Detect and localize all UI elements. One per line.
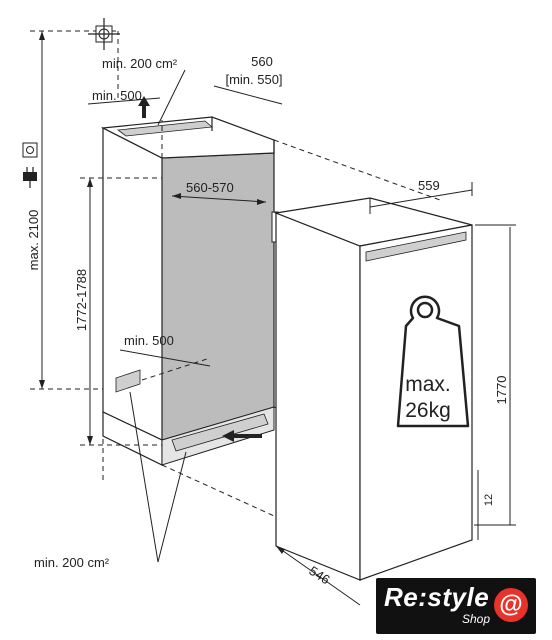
logo-sub: Shop (462, 612, 491, 626)
label-min-vent-bottom: min. 200 cm² (34, 555, 110, 570)
logo-text: Re:style (384, 582, 490, 612)
appliance-side (275, 212, 361, 581)
niche-left-wall (102, 127, 163, 441)
label-min-vent-top: min. 200 cm² (102, 56, 178, 71)
label-min-depth-top: min. 500 (92, 88, 142, 103)
label-appliance-height: 1770 (494, 376, 509, 405)
airflow-arrow-icon (138, 96, 262, 442)
label-min-depth-bottom: min. 500 (124, 333, 174, 348)
logo-at-icon: @ (494, 588, 528, 622)
power-socket-icon (22, 142, 38, 158)
label-appliance-width: 559 (418, 178, 440, 193)
dimension-lines (39, 31, 516, 606)
label-inner-width: 560-570 (186, 180, 234, 195)
label-niche-height: 1772-1788 (74, 269, 89, 331)
plug-icon (23, 167, 37, 188)
label-max-height: max. 2100 (26, 210, 41, 271)
restyle-shop-logo: Re:style Shop @ (376, 578, 536, 634)
weight-line2: 26kg (405, 399, 451, 422)
crosshair-socket-icon (88, 18, 120, 50)
weight-icon: max. 26kg (396, 295, 470, 428)
label-width-niche: 560 (251, 54, 273, 69)
label-width-niche-min: [min. 550] (225, 72, 282, 87)
bottom-vent-grille (171, 413, 269, 452)
weight-line1: max. (405, 373, 451, 396)
niche-cabinet (100, 116, 279, 466)
appliance-top-vent (365, 231, 467, 262)
bottom-rear-vent (115, 369, 141, 393)
top-vent-grille (116, 120, 213, 137)
label-door-gap: 12 (483, 494, 495, 506)
